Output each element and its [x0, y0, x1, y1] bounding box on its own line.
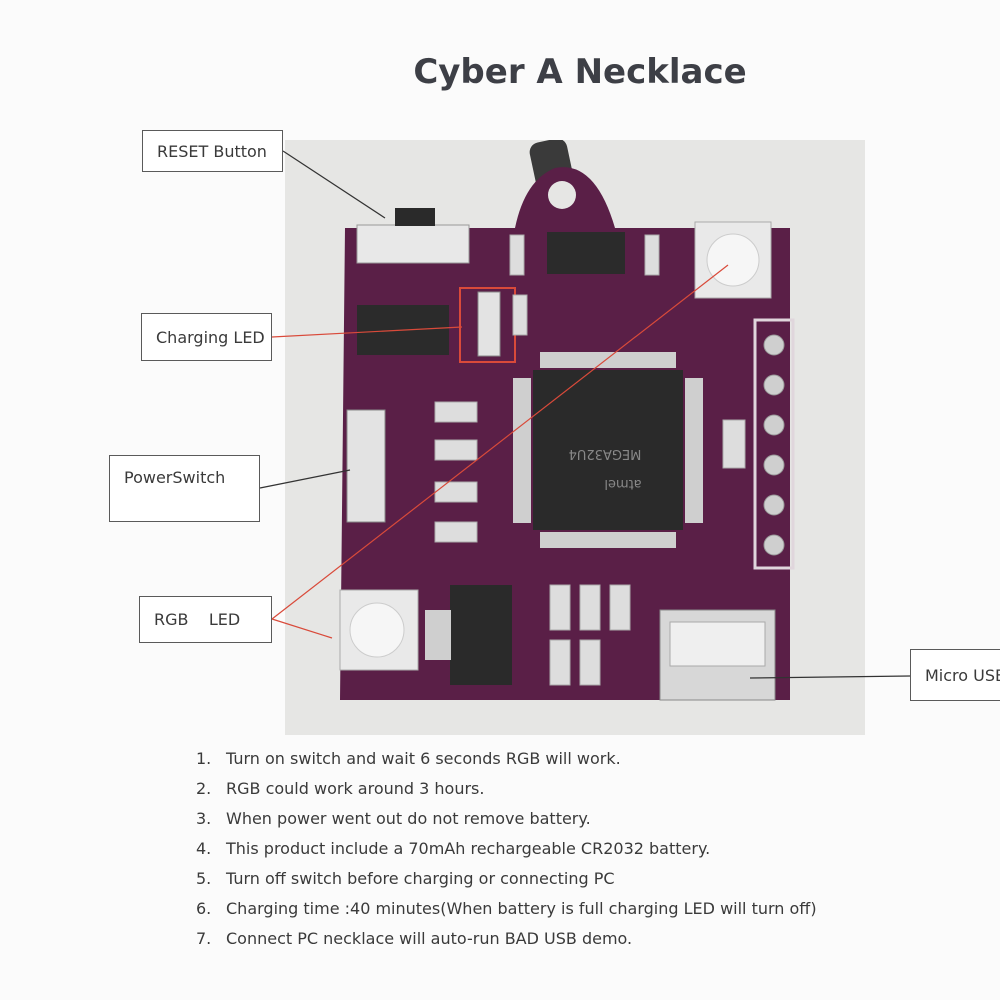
pcb-photo: MEGA32U4 atmel	[285, 140, 865, 735]
power-switch-callout: PowerSwitch	[109, 455, 260, 522]
list-item: 4.This product include a 70mAh rechargea…	[196, 839, 711, 858]
page-title: Cyber A Necklace	[413, 52, 747, 92]
rgb-led-callout: RGB LED	[139, 596, 272, 643]
chip-marking: MEGA32U4	[569, 446, 642, 461]
reset-button-callout: RESET Button	[142, 130, 283, 172]
micro-usb-callout: Micro USB	[910, 649, 1000, 701]
list-item: 3.When power went out do not remove batt…	[196, 809, 591, 828]
list-item: 5.Turn off switch before charging or con…	[196, 869, 615, 888]
list-item: 6.Charging time :40 minutes(When battery…	[196, 899, 817, 918]
instruction-list: 1.Turn on switch and wait 6 seconds RGB …	[196, 744, 817, 954]
charging-led-callout: Charging LED	[141, 313, 272, 361]
list-item: 7.Connect PC necklace will auto-run BAD …	[196, 929, 633, 948]
list-item: 1.Turn on switch and wait 6 seconds RGB …	[196, 749, 621, 768]
chip-logo: atmel	[604, 476, 641, 491]
list-item: 2.RGB could work around 3 hours.	[196, 779, 485, 798]
